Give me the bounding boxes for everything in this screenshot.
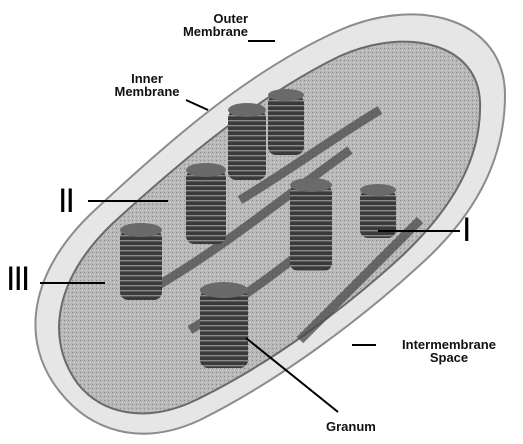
marker-roman-3: III <box>6 262 28 296</box>
granum-stack <box>186 163 226 244</box>
marker-roman-1: I <box>462 213 469 247</box>
granum-label: Granum <box>326 420 376 433</box>
outer-membrane-label: Outer Membrane <box>170 12 248 38</box>
granum-stack <box>290 178 332 271</box>
granum-stack <box>200 282 248 368</box>
granum-stack <box>268 89 304 155</box>
granum-stack <box>360 184 396 238</box>
intermembrane-space-label: Intermembrane Space <box>376 338 522 364</box>
leader-inner-membrane <box>186 100 208 110</box>
granum-stack <box>228 103 266 180</box>
inner-membrane-label: Inner Membrane <box>108 72 186 98</box>
marker-roman-2: II <box>58 184 73 218</box>
granum-stack <box>120 223 162 300</box>
